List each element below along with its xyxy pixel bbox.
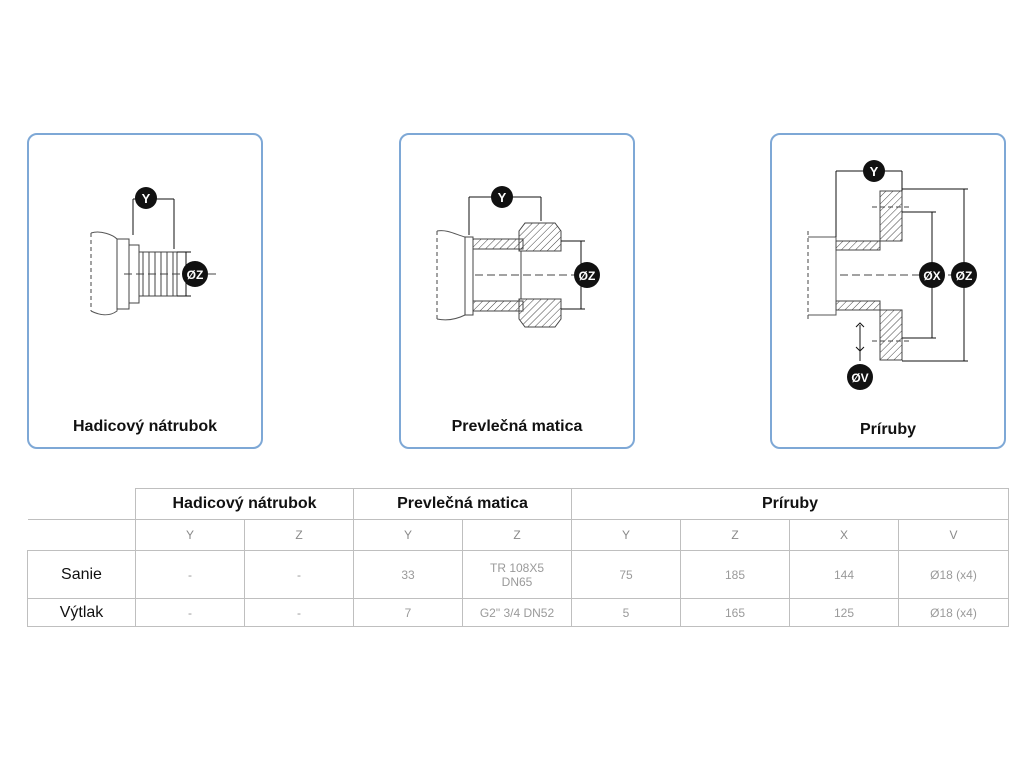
dimension-x-label: ØX — [923, 269, 940, 283]
dimension-y-label: Y — [498, 190, 507, 205]
dimension-v-label: ØV — [851, 371, 868, 385]
table-cell: Ø18 (x4) — [897, 598, 1010, 627]
subheader-cell: X — [789, 519, 899, 551]
table-cell: 144 — [789, 550, 899, 599]
table-cell: TR 108X5 DN65 — [462, 550, 572, 599]
dimension-y-label: Y — [142, 191, 151, 206]
table-cell: - — [135, 598, 245, 627]
card-title: Príruby — [859, 421, 916, 438]
dimension-y-label: Y — [870, 164, 879, 179]
dimension-z-label: ØZ — [579, 269, 596, 283]
row-label: Výtlak — [27, 598, 136, 627]
table-cell: G2" 3/4 DN52 — [462, 598, 572, 627]
table-cell: 75 — [571, 550, 681, 599]
card-title: Hadicový nátrubok — [72, 418, 218, 435]
table-row: Výtlak - - 7 G2" 3/4 DN52 5 165 125 Ø18 … — [27, 598, 1010, 627]
dimension-z-label: ØZ — [956, 269, 973, 283]
group-header-flange: Príruby — [570, 488, 1010, 520]
subheader-cell: Y — [571, 519, 681, 551]
subheader-cell: Z — [680, 519, 790, 551]
dimensions-table: Hadicový nátrubok Prevlečná matica Príru… — [27, 488, 1010, 627]
dimension-z-badge — [182, 261, 208, 287]
subheader-cell: V — [897, 519, 1010, 551]
subheader-cell: Y — [135, 519, 245, 551]
union-nut-diagram: Y ØZ — [436, 186, 600, 328]
table-cell: 125 — [789, 598, 899, 627]
dimension-z-label: ØZ — [187, 268, 204, 282]
group-header-union-nut: Prevlečná matica — [353, 488, 572, 520]
table-group-header-row: Hadicový nátrubok Prevlečná matica Príru… — [27, 488, 1010, 520]
table-cell: 7 — [353, 598, 463, 627]
table-cell: 33 — [353, 550, 463, 599]
table-cell: - — [244, 550, 354, 599]
table-cell: 165 — [680, 598, 790, 627]
hose-fitting-diagram: Y ØZ — [90, 187, 217, 316]
card-union-nut: Y ØZ Prevlečná matica — [399, 133, 635, 449]
table-cell: - — [244, 598, 354, 627]
table-cell: 5 — [571, 598, 681, 627]
flange-diagram: Y ØX ØZ ØV — [807, 160, 977, 390]
subheader-cell: Z — [462, 519, 572, 551]
group-header-hose-fitting: Hadicový nátrubok — [135, 488, 354, 520]
table-cell: 185 — [680, 550, 790, 599]
subheader-cell: Z — [244, 519, 354, 551]
card-hose-fitting: Y ØZ Hadicový nátrubok — [27, 133, 263, 449]
table-row: Sanie - - 33 TR 108X5 DN65 75 185 144 Ø1… — [27, 550, 1010, 599]
subheader-cell: Y — [353, 519, 463, 551]
row-label: Sanie — [27, 550, 136, 599]
card-flange: Y ØX ØZ ØV Príruby — [770, 133, 1006, 449]
card-title: Prevlečná matica — [451, 418, 583, 435]
table-cell: - — [135, 550, 245, 599]
dimension-y-badge — [135, 187, 157, 209]
table-cell: Ø18 (x4) — [897, 550, 1010, 599]
table-subheader-row: Y Z Y Z Y Z X V — [27, 519, 1010, 551]
